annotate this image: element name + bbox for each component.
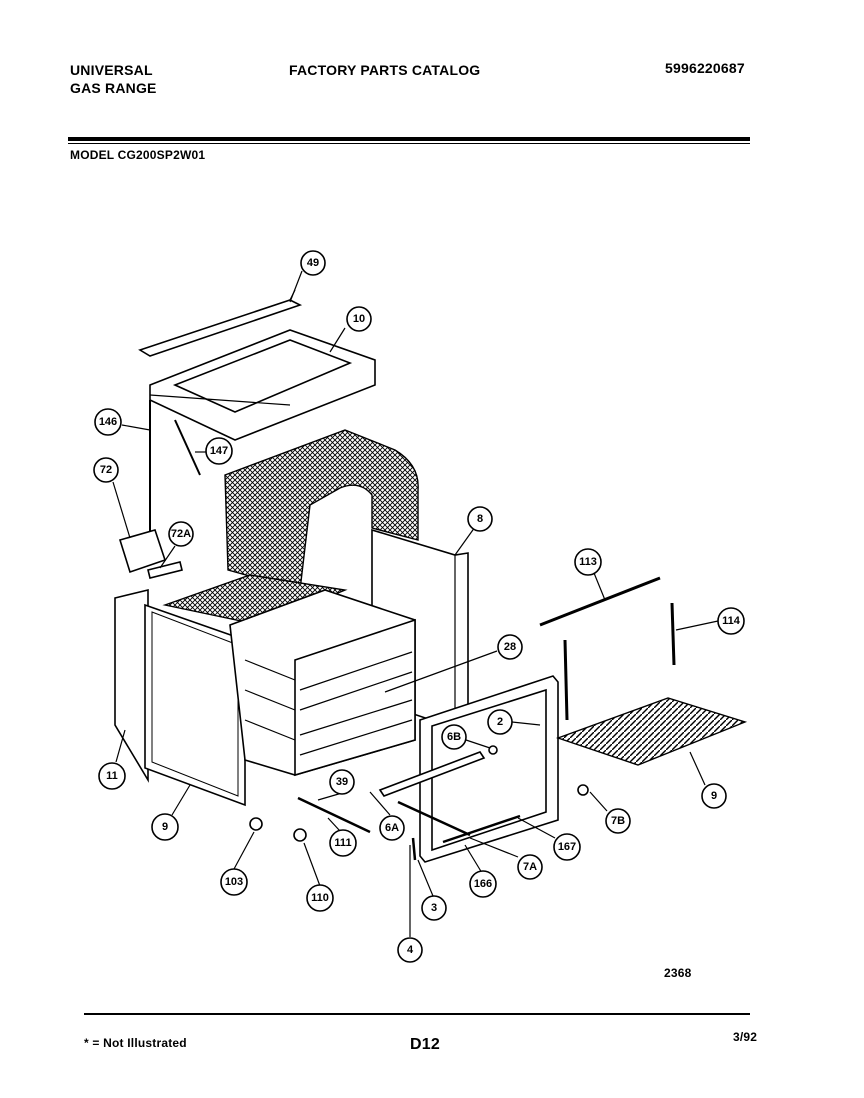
svg-text:4: 4 xyxy=(407,944,414,956)
catalog-number: 5996220687 xyxy=(665,60,745,76)
svg-text:166: 166 xyxy=(474,878,492,890)
callout-7b: 7B xyxy=(605,808,631,834)
door-hinge-rod xyxy=(563,639,569,721)
callout-9-side: 9 xyxy=(151,813,179,841)
svg-text:72A: 72A xyxy=(171,528,191,540)
small-hardware xyxy=(249,745,589,861)
svg-text:39: 39 xyxy=(336,776,348,788)
svg-text:167: 167 xyxy=(558,841,576,853)
callout-8: 8 xyxy=(467,506,493,532)
svg-text:49: 49 xyxy=(307,257,319,269)
callout-6a: 6A xyxy=(379,815,405,841)
svg-text:114: 114 xyxy=(722,615,741,627)
callout-3: 3 xyxy=(421,895,447,921)
svg-text:7A: 7A xyxy=(523,861,537,873)
callout-166: 166 xyxy=(469,870,497,898)
part-146-side-strip xyxy=(149,400,201,540)
svg-text:3: 3 xyxy=(431,902,437,914)
drawing-number: 2368 xyxy=(664,966,692,980)
svg-text:111: 111 xyxy=(334,837,351,849)
svg-text:10: 10 xyxy=(353,313,365,325)
page-number: D12 xyxy=(410,1036,440,1053)
footer-note: * = Not Illustrated xyxy=(84,1036,187,1050)
part-114-rod xyxy=(670,602,676,666)
callout-167: 167 xyxy=(553,833,581,861)
svg-text:7B: 7B xyxy=(611,815,625,827)
callout-110: 110 xyxy=(306,884,334,912)
part-113-rod xyxy=(539,576,661,627)
brand-line-2: GAS RANGE xyxy=(70,80,157,96)
part-9-side-panel xyxy=(144,603,246,807)
svg-text:6A: 6A xyxy=(385,822,399,834)
svg-text:11: 11 xyxy=(106,770,118,782)
catalog-title: FACTORY PARTS CATALOG xyxy=(289,62,481,78)
footer-date: 3/92 xyxy=(733,1030,758,1044)
svg-text:113: 113 xyxy=(579,556,597,568)
svg-text:9: 9 xyxy=(162,821,168,833)
oven-rack xyxy=(555,697,748,766)
svg-text:28: 28 xyxy=(504,641,516,653)
svg-text:6B: 6B xyxy=(447,731,461,743)
callout-2: 2 xyxy=(487,709,513,735)
callout-49: 49 xyxy=(300,250,326,276)
model-label: MODEL CG200SP2W01 xyxy=(70,148,206,162)
callout-6b: 6B xyxy=(441,724,467,750)
svg-text:103: 103 xyxy=(225,876,243,888)
callout-103: 103 xyxy=(220,868,248,896)
callout-9-rack: 9 xyxy=(701,783,727,809)
svg-text:147: 147 xyxy=(210,445,228,457)
svg-text:72: 72 xyxy=(100,464,112,476)
insulation-blanket xyxy=(162,429,419,626)
part-10-cooktop-panel xyxy=(149,329,376,441)
oven-cavity xyxy=(229,589,416,777)
callout-114: 114 xyxy=(717,607,745,635)
callout-113: 113 xyxy=(574,548,602,576)
brand-line-1: UNIVERSAL xyxy=(70,62,153,78)
callout-72a: 72A xyxy=(168,521,194,547)
callout-39: 39 xyxy=(329,769,355,795)
callout-7a: 7A xyxy=(517,854,543,880)
callout-28: 28 xyxy=(497,634,523,660)
svg-text:9: 9 xyxy=(711,790,717,802)
callout-111: 111 xyxy=(329,829,357,857)
footer-rule xyxy=(84,1013,750,1015)
callout-11: 11 xyxy=(98,762,126,790)
svg-text:8: 8 xyxy=(477,513,483,525)
svg-text:110: 110 xyxy=(311,892,329,904)
callout-10: 10 xyxy=(346,306,372,332)
callout-4: 4 xyxy=(397,937,423,963)
header-rule-thick xyxy=(68,137,750,141)
svg-text:146: 146 xyxy=(99,416,117,428)
callout-72: 72 xyxy=(93,457,119,483)
part-11-side-panel xyxy=(114,588,149,783)
header-rule-thin xyxy=(68,143,750,144)
svg-text:2: 2 xyxy=(497,716,503,728)
callout-146: 146 xyxy=(94,408,122,436)
callout-147: 147 xyxy=(205,437,233,465)
leader-lines xyxy=(112,270,719,937)
